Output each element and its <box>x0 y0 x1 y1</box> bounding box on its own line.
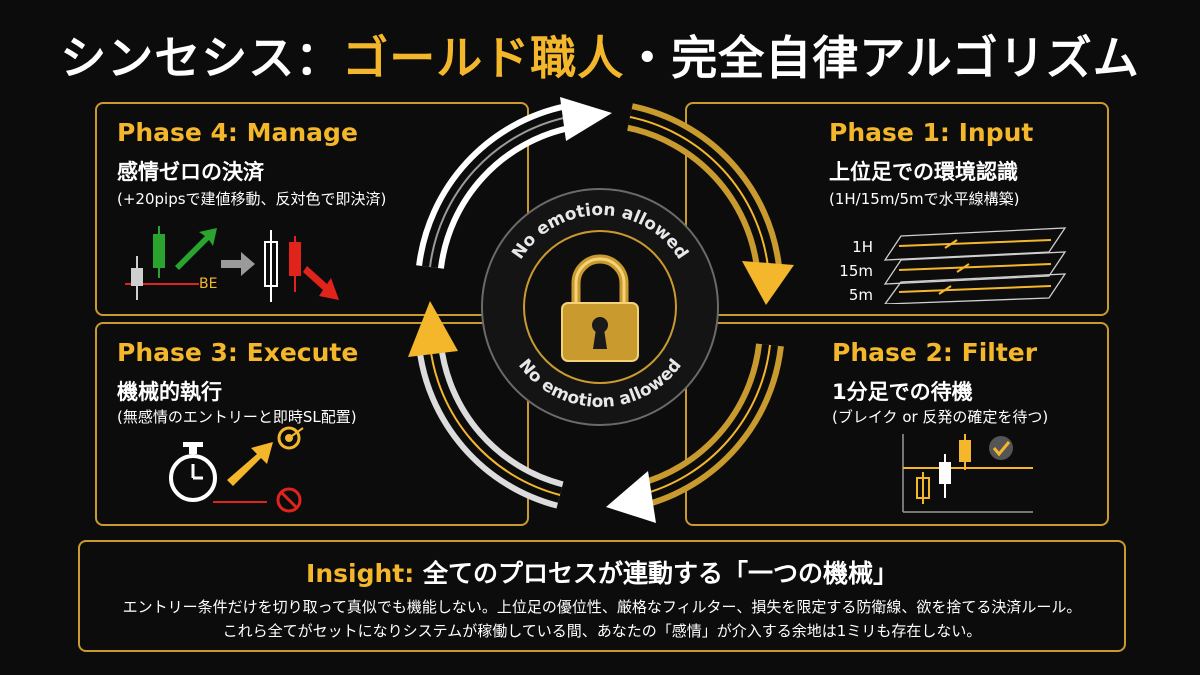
phase-2-note: (ブレイク or 反発の確定を待つ) <box>832 408 1049 426</box>
arrowhead-filter <box>606 471 656 523</box>
insight-heading: Insight: 全てのプロセスが連動する「一つの機械」 <box>80 554 1124 590</box>
phase-4-title: Phase 4: Manage <box>117 118 358 147</box>
arrowhead-manage <box>560 97 612 141</box>
filter-illustration <box>902 434 1033 513</box>
execute-arrow-icon <box>227 442 273 486</box>
cycle-arrow-manage <box>416 103 572 269</box>
timeframe-label-15m: 15m <box>839 262 873 280</box>
padlock-icon <box>561 254 639 362</box>
title-part-1: シンセシス： <box>60 31 343 85</box>
down-arrow-icon <box>303 266 339 300</box>
insight-box: Insight: 全てのプロセスが連動する「一つの機械」 エントリー条件だけを切… <box>78 540 1126 652</box>
no-entry-icon <box>276 487 302 513</box>
phase-4-subtitle: 感情ゼロの決済 <box>117 160 264 184</box>
breakeven-label: BE <box>199 276 218 292</box>
phase-2-subtitle: 1分足での待機 <box>832 380 973 404</box>
phase-1-note: (1H/15m/5mで水平線構築) <box>829 190 1020 208</box>
insight-line-2: これら全てがセットになりシステムが稼働している間、あなたの「感情」が介入する余地… <box>222 622 982 640</box>
phase-4-note: (+20pipsで建値移動、反対色で即決済) <box>117 190 387 208</box>
timeframe-layers-illustration <box>883 227 1067 304</box>
manage-illustration <box>125 226 339 302</box>
cycle-arrow-filter <box>636 343 784 509</box>
phase-1-title: Phase 1: Input <box>829 118 1034 147</box>
cycle-arrow-execute <box>416 343 564 509</box>
phase-3-title: Phase 3: Execute <box>117 338 359 367</box>
title-part-2: ゴールド職人 <box>342 31 625 85</box>
check-icon <box>989 436 1013 460</box>
title-part-3: ・完全自律アルゴリズム <box>624 31 1140 85</box>
timeframe-label-5m: 5m <box>848 286 873 304</box>
cycle-arrow-input <box>626 103 782 269</box>
insight-line-1: エントリー条件だけを切り取って真似でも機能しない。上位足の優位性、厳格なフィルタ… <box>122 598 1082 616</box>
cycle-diagram: No emotion allowed No emotion allowed <box>408 97 794 523</box>
target-icon <box>277 426 304 450</box>
phase-2-title: Phase 2: Filter <box>832 338 1038 367</box>
arrowhead-execute <box>408 301 458 357</box>
phase-1-subtitle: 上位足での環境認識 <box>829 160 1018 184</box>
arrowhead-input <box>742 261 794 305</box>
up-arrow-icon <box>175 228 217 270</box>
stopwatch-icon <box>169 442 217 502</box>
phase-3-note: (無感情のエントリーと即時SL配置) <box>117 408 357 426</box>
page-title: シンセシス：ゴールド職人・完全自律アルゴリズム <box>0 22 1200 88</box>
timeframe-label-1h: 1H <box>852 238 873 256</box>
insight-headline: 全てのプロセスが連動する「一つの機械」 <box>422 559 898 588</box>
right-arrow-icon <box>221 252 255 276</box>
insight-label: Insight: <box>306 559 415 588</box>
phase-3-subtitle: 機械的執行 <box>117 380 222 404</box>
execute-illustration <box>169 426 304 513</box>
